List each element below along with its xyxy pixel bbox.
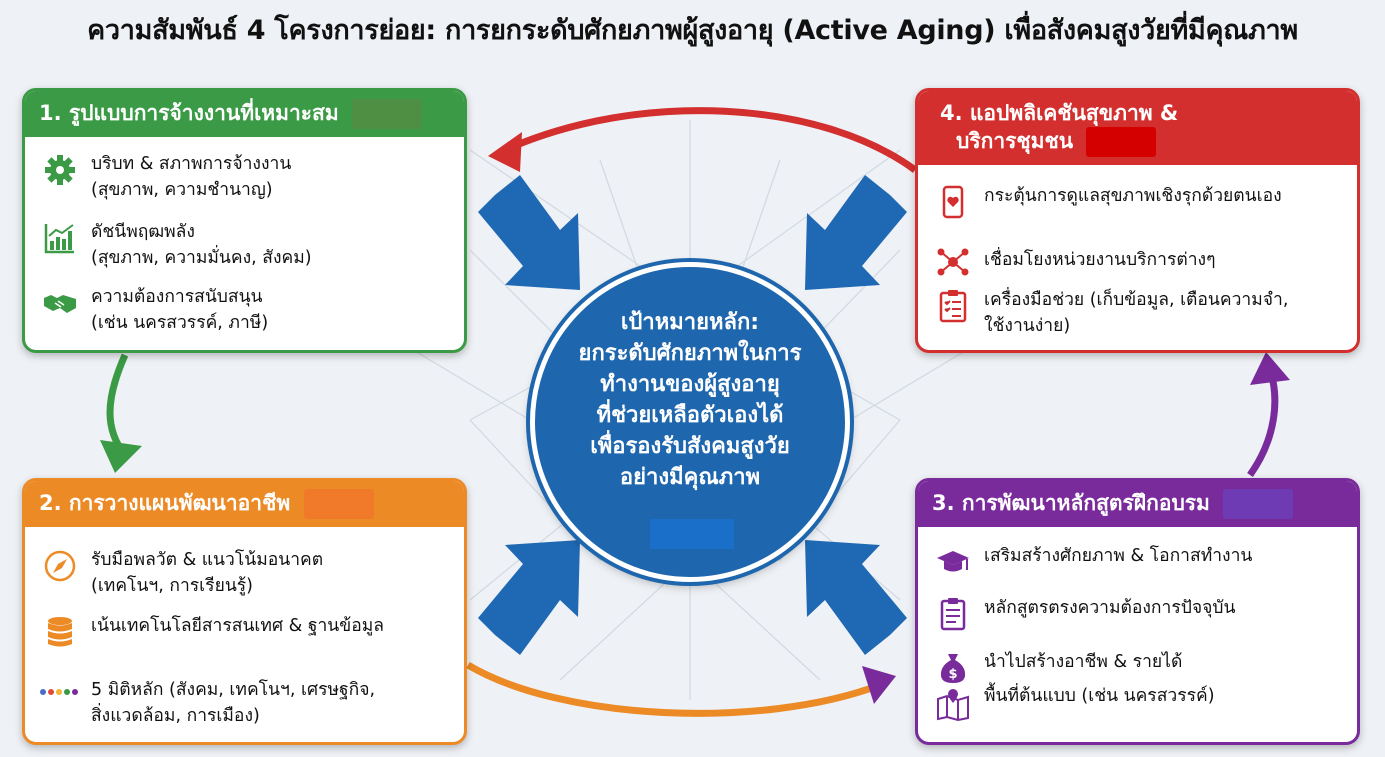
central-goal-text: เป้าหมายหลัก: ยกระดับศักยภาพในการ ทำงานข… bbox=[535, 307, 845, 493]
item-line: 5 มิติหลัก (สังคม, เทคโนฯ, เศรษฐกิจ, bbox=[91, 680, 376, 700]
arrow-purple-3-to-4 bbox=[1247, 368, 1279, 478]
color-swatch bbox=[303, 489, 374, 519]
box-employment-title: 1. รูปแบบการจ้างงานที่เหมาะสม bbox=[39, 101, 339, 125]
item-line: ใช้งานง่าย) bbox=[984, 316, 1071, 336]
network-icon bbox=[937, 248, 969, 276]
item-line: เน้นเทคโนโลยีสารสนเทศ & ฐานข้อมูล bbox=[91, 616, 384, 636]
item-line: ดัชนีพฤฒพลัง bbox=[91, 222, 195, 242]
gear-icon bbox=[45, 155, 75, 185]
central-goal-circle: เป้าหมายหลัก: ยกระดับศักยภาพในการ ทำงานข… bbox=[530, 262, 850, 582]
item-line: รับมือพลวัต & แนวโน้มอนาคต bbox=[91, 550, 324, 570]
checklist-icon bbox=[939, 290, 967, 323]
box-employment-header: 1. รูปแบบการจ้างงานที่เหมาะสม bbox=[25, 91, 464, 137]
clipboard-icon bbox=[940, 598, 966, 631]
box-health-app: 4. แอปพลิเคชันสุขภาพ & บริการชุมชน กระตุ… bbox=[915, 88, 1360, 353]
box-health-app-header: 4. แอปพลิเคชันสุขภาพ & บริการชุมชน bbox=[918, 91, 1357, 165]
compass-icon bbox=[44, 550, 76, 582]
money-bag-icon: $ bbox=[940, 654, 966, 683]
goal-line: ทำงานของผู้สูงอายุ bbox=[600, 372, 780, 397]
database-icon bbox=[48, 617, 72, 647]
graduation-cap-icon bbox=[937, 551, 969, 572]
item-line: สิ่งแวดล้อม, การเมือง) bbox=[91, 706, 260, 726]
box-training: 3. การพัฒนาหลักสูตรฝึกอบรม เสริมสร้างศัก… bbox=[915, 478, 1360, 745]
color-swatch bbox=[352, 99, 422, 129]
item-line: เสริมสร้างศักยภาพ & โอกาสทำงาน bbox=[984, 546, 1253, 566]
handshake-icon bbox=[44, 295, 76, 313]
map-icon bbox=[937, 689, 969, 721]
color-swatch bbox=[650, 519, 734, 549]
item-line: (เทคโนฯ, การเรียนรู้) bbox=[91, 576, 254, 596]
item-line: ความต้องการสนับสนุน bbox=[91, 287, 263, 307]
item-line: (เช่น นครสวรรค์, ภาษี) bbox=[91, 313, 269, 333]
svg-text:$: $ bbox=[948, 667, 957, 682]
bar-chart-icon bbox=[44, 224, 74, 254]
blue-arrow-top-left bbox=[478, 175, 580, 290]
item-line: เครื่องมือช่วย (เก็บข้อมูล, เตือนความจำ, bbox=[984, 290, 1289, 310]
item-line: บริบท & สภาพการจ้างงาน bbox=[91, 154, 292, 174]
box-training-header: 3. การพัฒนาหลักสูตรฝึกอบรม bbox=[918, 481, 1357, 527]
page-title: ความสัมพันธ์ 4 โครงการย่อย: การยกระดับศั… bbox=[87, 15, 1298, 46]
goal-line: ที่ช่วยเหลือตัวเองได้ bbox=[596, 403, 784, 428]
goal-line: เพื่อรองรับสังคมสูงวัย bbox=[590, 434, 790, 459]
box-career-planning-title: 2. การวางแผนพัฒนาอาชีพ bbox=[39, 491, 291, 515]
goal-line: เป้าหมายหลัก: bbox=[620, 310, 760, 335]
blue-arrow-bottom-left bbox=[478, 540, 580, 655]
blue-arrow-bottom-right bbox=[805, 540, 907, 655]
item-line: (สุขภาพ, ความมั่นคง, สังคม) bbox=[91, 248, 312, 268]
item-line: พื้นที่ต้นแบบ (เช่น นครสวรรค์) bbox=[984, 686, 1215, 706]
item-line: (สุขภาพ, ความชำนาญ) bbox=[91, 180, 273, 200]
box-health-app-title: บริการชุมชน bbox=[956, 129, 1074, 153]
item-line: หลักสูตรตรงความต้องการปัจจุบัน bbox=[984, 598, 1236, 618]
box-employment: 1. รูปแบบการจ้างงานที่เหมาะสม บริบท & สภ… bbox=[22, 88, 467, 353]
arrow-orange-2-to-3 bbox=[466, 661, 882, 717]
dots-icon bbox=[40, 689, 78, 695]
box-career-planning: 2. การวางแผนพัฒนาอาชีพ รับมือพลวัต & แนว… bbox=[22, 478, 467, 745]
goal-line: ยกระดับศักยภาพในการ bbox=[578, 341, 802, 366]
box-career-planning-header: 2. การวางแผนพัฒนาอาชีพ bbox=[25, 481, 464, 527]
box-health-app-title: 4. แอปพลิเคชันสุขภาพ & bbox=[940, 101, 1179, 125]
phone-heart-icon bbox=[942, 185, 964, 219]
item-line: กระตุ้นการดูแลสุขภาพเชิงรุกด้วยตนเอง bbox=[984, 186, 1282, 206]
goal-line: อย่างมีคุณภาพ bbox=[619, 465, 761, 490]
color-swatch bbox=[1223, 489, 1294, 519]
color-swatch bbox=[1086, 127, 1157, 157]
box-training-title: 3. การพัฒนาหลักสูตรฝึกอบรม bbox=[932, 491, 1210, 515]
blue-arrow-top-right bbox=[805, 175, 907, 290]
item-line: เชื่อมโยงหน่วยงานบริการต่างๆ bbox=[984, 250, 1216, 270]
arrow-green-1-to-2 bbox=[106, 353, 129, 458]
item-line: นำไปสร้างอาชีพ & รายได้ bbox=[984, 652, 1183, 672]
arrow-red-4-to-1 bbox=[503, 107, 918, 173]
